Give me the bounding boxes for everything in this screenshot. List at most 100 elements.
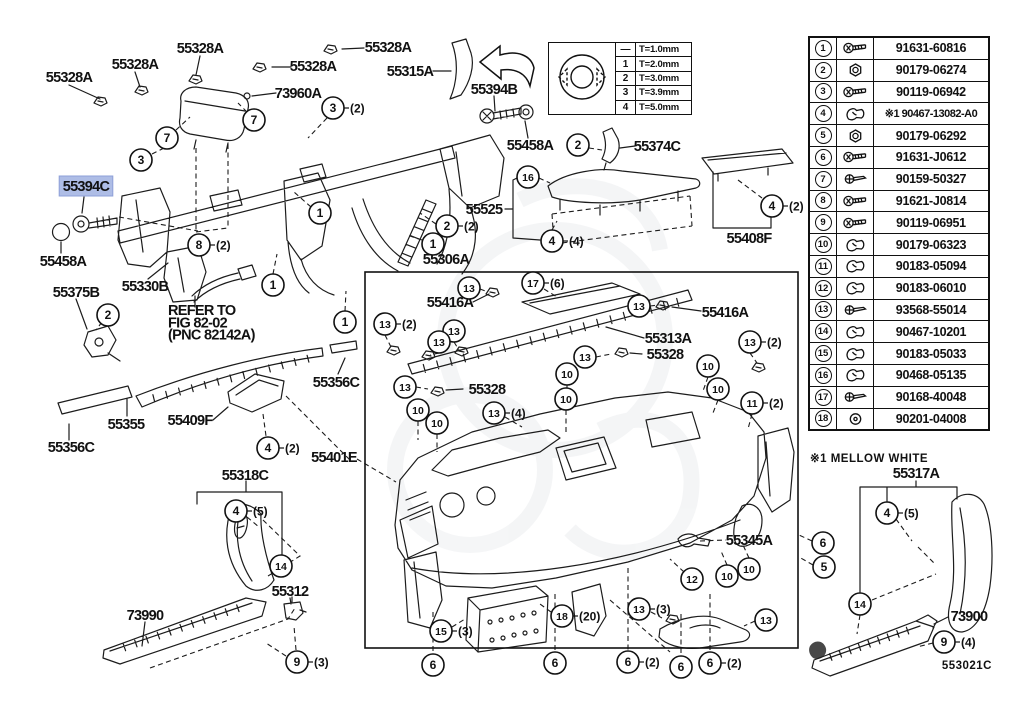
part-label-55408F[interactable]: 55408F xyxy=(727,231,774,247)
part-label-73990[interactable]: 73990 xyxy=(127,608,165,624)
callout-4: 4(4) xyxy=(540,229,584,253)
svg-text:55374C: 55374C xyxy=(634,139,682,155)
screw-icon xyxy=(836,386,874,408)
svg-text:10: 10 xyxy=(560,394,572,406)
svg-text:(5): (5) xyxy=(904,507,919,521)
svg-text:10: 10 xyxy=(721,571,733,583)
part-label-55416A[interactable]: 55416A xyxy=(427,295,476,311)
part-label-55330B[interactable]: 55330B xyxy=(122,279,170,295)
svg-text:55416A: 55416A xyxy=(702,305,750,321)
callout-7: 7 xyxy=(242,108,266,132)
part-label-55458A[interactable]: 55458A xyxy=(40,254,89,270)
callout-2: 2 xyxy=(96,303,120,327)
part-label-55525[interactable]: 55525 xyxy=(466,202,504,218)
bolt-icon xyxy=(836,81,874,103)
callout-6: 6(2) xyxy=(698,651,742,675)
svg-text:13: 13 xyxy=(463,283,475,295)
svg-text:6: 6 xyxy=(707,656,714,670)
callout-10: 10 xyxy=(737,557,761,581)
part-label-55416A[interactable]: 55416A xyxy=(702,305,751,321)
callout-10: 10 xyxy=(554,387,578,411)
fastener-row-number: 10 xyxy=(810,234,836,255)
bolt-icon xyxy=(836,190,874,212)
figure-code: 553021C xyxy=(941,660,992,672)
part-label-55394B[interactable]: 55394B xyxy=(471,82,519,98)
part-label-55306A[interactable]: 55306A xyxy=(423,252,472,268)
callout-12: 12 xyxy=(680,567,704,591)
part-label-55328A[interactable]: 55328A xyxy=(112,57,161,73)
callout-5: 5 xyxy=(812,555,836,579)
fastener-row-number: 16 xyxy=(810,365,836,386)
part-label-55328A[interactable]: 55328A xyxy=(46,70,95,86)
callout-8: 8(2) xyxy=(187,233,231,257)
svg-text:(4): (4) xyxy=(569,235,584,249)
part-label-55328A[interactable]: 55328A xyxy=(365,40,414,56)
svg-text:4: 4 xyxy=(233,504,240,518)
svg-text:8: 8 xyxy=(196,238,203,252)
part-label-55394C[interactable]: 55394C xyxy=(58,175,114,197)
part-label-55315A[interactable]: 55315A xyxy=(387,64,436,80)
callout-7: 7 xyxy=(155,126,179,150)
svg-text:73960A: 73960A xyxy=(275,86,323,102)
part-label-55356C[interactable]: 55356C xyxy=(313,375,362,391)
svg-text:14: 14 xyxy=(275,561,287,573)
part-label-73960A[interactable]: 73960A xyxy=(275,86,324,102)
callout-13: 13 xyxy=(754,608,778,632)
part-label-55374C[interactable]: 55374C xyxy=(634,139,683,155)
part-label-55328[interactable]: 55328 xyxy=(469,382,507,398)
part-label-55356C[interactable]: 55356C xyxy=(48,440,97,456)
part-label-55345A[interactable]: 55345A xyxy=(726,533,775,549)
part-label-55355[interactable]: 55355 xyxy=(108,417,146,433)
part-label-55318C[interactable]: 55318C xyxy=(222,468,271,484)
part-label-55375B[interactable]: 55375B xyxy=(53,285,101,301)
part-label-55317A[interactable]: 55317A xyxy=(893,466,942,482)
part-label-55401E[interactable]: 55401E xyxy=(311,450,359,466)
callout-13: 13 xyxy=(427,330,451,354)
fastener-row-4[interactable]: 4※1 90467-13082-A0 xyxy=(810,102,988,125)
svg-text:(2): (2) xyxy=(767,336,782,350)
part-label-55328A[interactable]: 55328A xyxy=(177,41,226,57)
part-label-55328[interactable]: 55328 xyxy=(647,347,685,363)
clip-icon xyxy=(836,343,874,364)
part-label-55409F[interactable]: 55409F xyxy=(168,413,215,429)
part-label-55312[interactable]: 55312 xyxy=(272,584,310,600)
part-labels-layer: 55328A 55328A 55328A 55328A 55328A 55315A 5539… xyxy=(40,40,989,625)
screw-icon xyxy=(836,168,874,190)
svg-text:55315A: 55315A xyxy=(387,64,435,80)
callout-11: 11(2) xyxy=(740,391,784,415)
part-label-55313A[interactable]: 55313A xyxy=(645,331,694,347)
part-label-55328A[interactable]: 55328A xyxy=(290,59,339,75)
svg-text:55328: 55328 xyxy=(469,382,506,398)
svg-text:(3): (3) xyxy=(458,625,473,639)
svg-text:13: 13 xyxy=(744,337,756,349)
svg-text:9: 9 xyxy=(294,655,301,669)
callout-10: 10 xyxy=(715,564,739,588)
thickness-symbol: 2 xyxy=(616,71,636,86)
leader-lines xyxy=(95,102,937,669)
callout-6: 6 xyxy=(811,531,835,555)
part-label-73900[interactable]: 73900 xyxy=(951,609,989,625)
reference-note-line: REFER TO xyxy=(168,303,236,319)
svg-text:(2): (2) xyxy=(285,442,300,456)
callout-4: 4(2) xyxy=(760,194,804,218)
svg-text:13: 13 xyxy=(448,326,460,338)
part-label-55458A[interactable]: 55458A xyxy=(507,138,556,154)
callout-13: 13(3) xyxy=(627,597,671,621)
